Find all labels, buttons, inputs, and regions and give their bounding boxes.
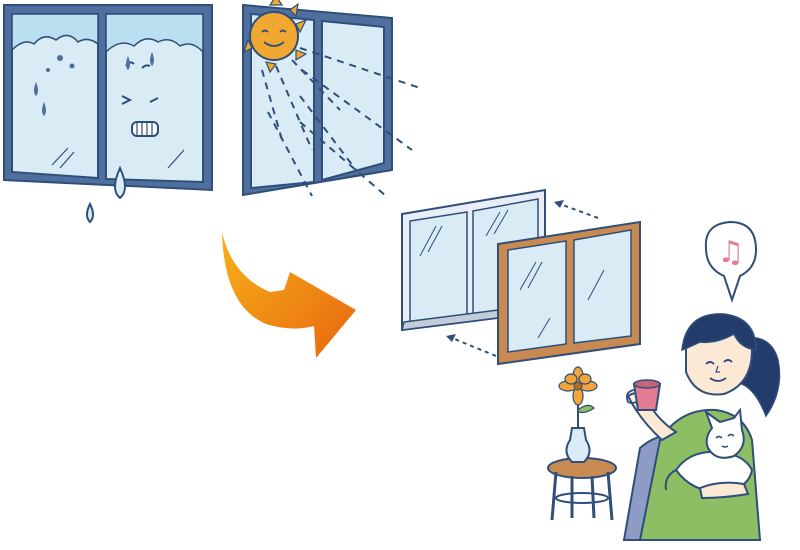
tea-cup-icon: [625, 379, 662, 411]
double-window-install-icon: [401, 188, 641, 366]
window-with-sunlight-icon: [242, 0, 421, 197]
sun-icon: [242, 0, 308, 74]
curved-arrow-icon: [222, 232, 356, 358]
flower-vase-icon: [558, 366, 598, 463]
woman-with-cat-and-tea-icon: ♫: [547, 220, 781, 541]
stool-icon: [547, 457, 617, 521]
music-note-bubble-icon: ♫: [704, 220, 758, 304]
sad-window-with-condensation-icon: [3, 4, 213, 224]
music-note-icon: ♫: [718, 235, 745, 270]
